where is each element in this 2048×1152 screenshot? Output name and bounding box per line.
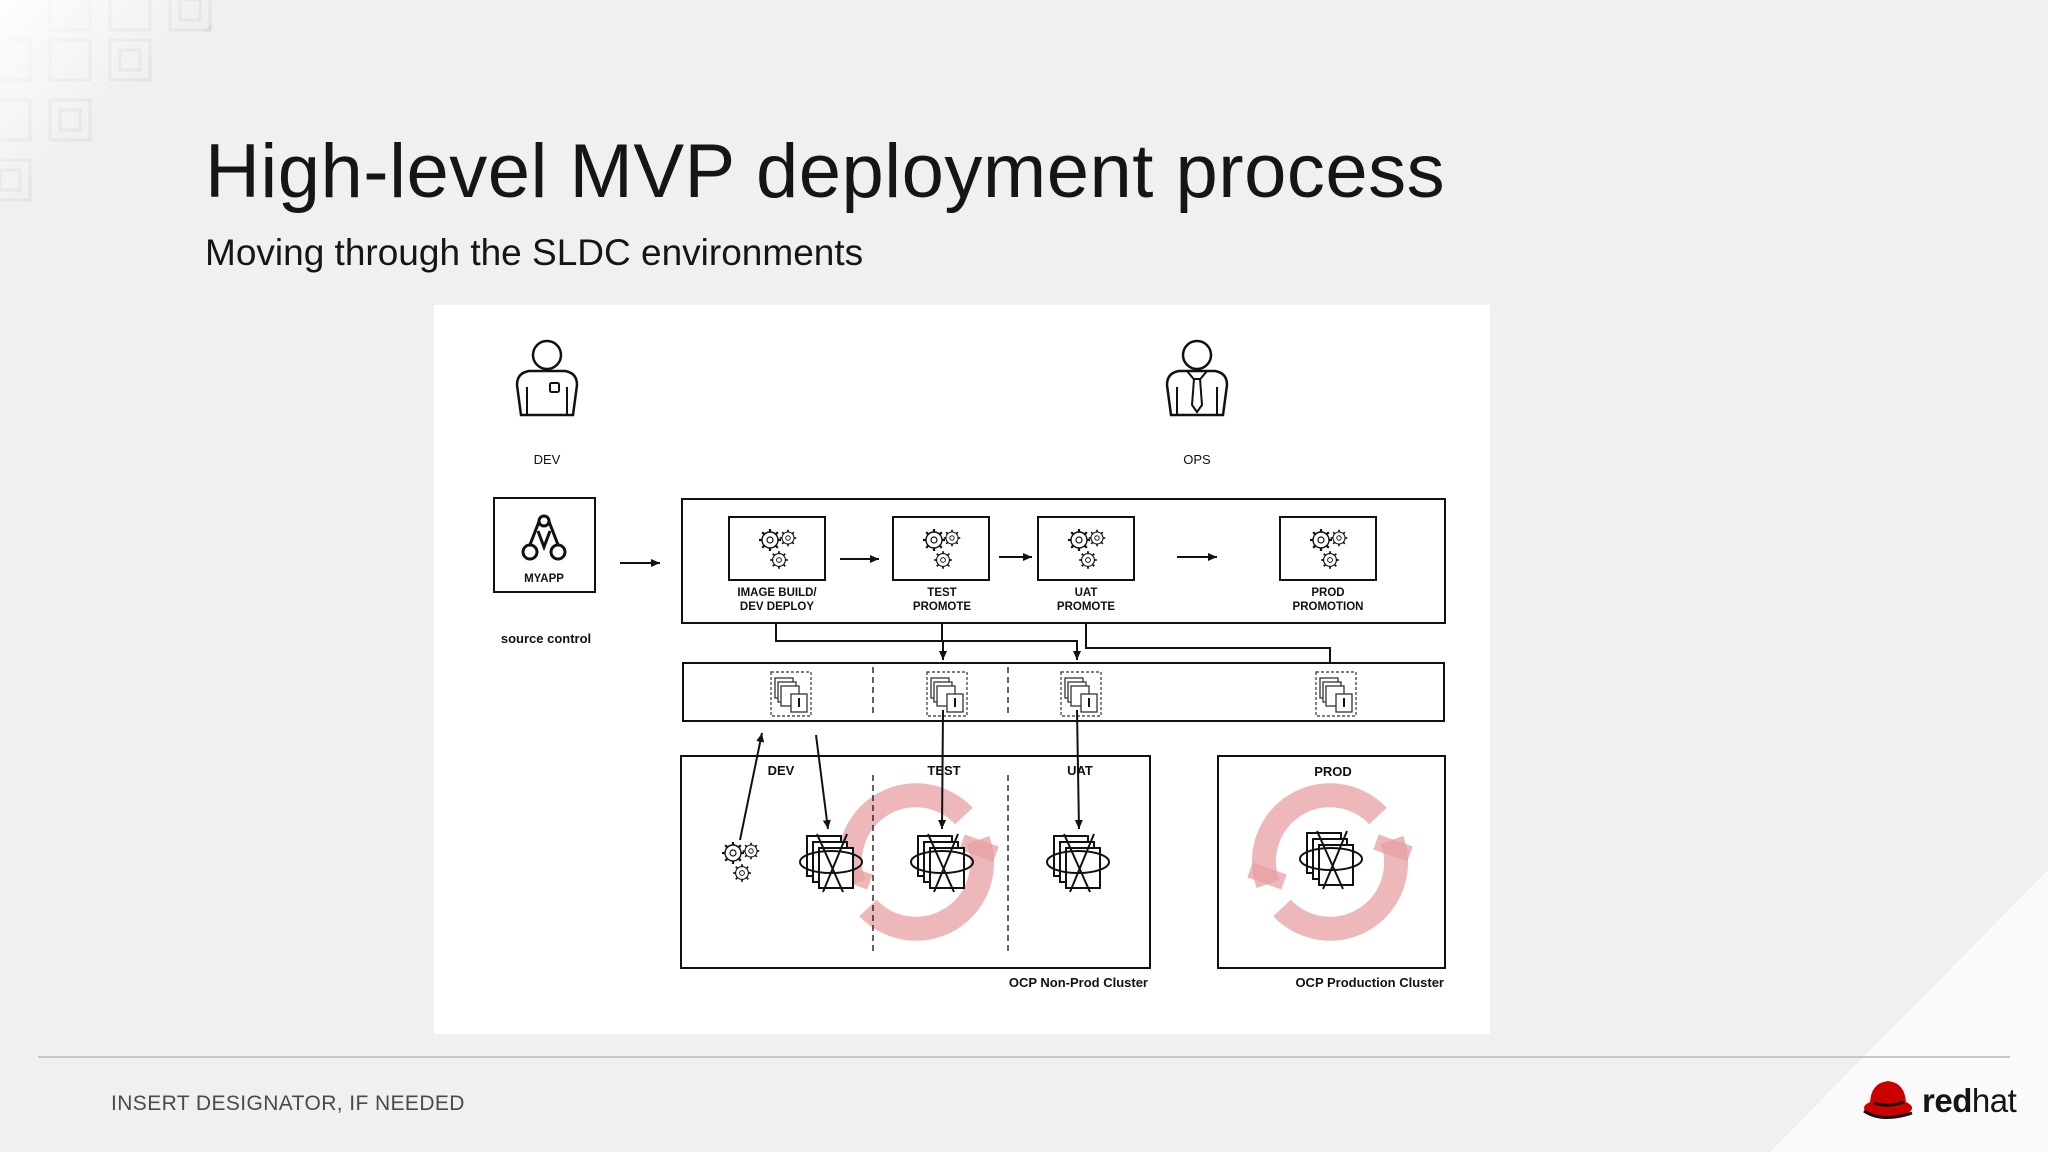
stage-test-line1: TEST xyxy=(927,587,956,599)
logo-text-red: red xyxy=(1922,1082,1972,1119)
redhat-wordmark: redhat xyxy=(1922,1082,2017,1120)
stage-build-line2: DEV DEPLOY xyxy=(740,601,814,613)
decorative-corner-pattern xyxy=(0,0,235,235)
repo-label: MYAPP xyxy=(524,573,564,585)
pipeline-to-registry-connectors xyxy=(775,623,1334,672)
stage-prod-line2: PROMOTION xyxy=(1293,601,1364,613)
redhat-fedora-icon xyxy=(1863,1081,1913,1119)
git-repo-icon xyxy=(521,514,567,561)
actor-label-ops: OPS xyxy=(1183,452,1211,467)
env-label-uat: UAT xyxy=(1067,763,1093,778)
stage-prod-line1: PROD xyxy=(1311,587,1344,599)
footer-divider xyxy=(38,1056,2010,1058)
redhat-logo: redhat xyxy=(1862,1077,2022,1127)
pipeline-stage-build: IMAGE BUILD/ DEV DEPLOY xyxy=(728,516,826,613)
stage-uat-line2: PROMOTE xyxy=(1057,601,1115,613)
stage-test-line2: PROMOTE xyxy=(913,601,971,613)
source-control-caption: source control xyxy=(501,631,591,646)
developer-person-icon xyxy=(515,339,579,417)
image-registry-bar xyxy=(682,662,1445,722)
deployment-diagram: DEV OPS MYAPP source control xyxy=(434,305,1490,1034)
pipeline-stage-uat: UAT PROMOTE xyxy=(1037,516,1135,613)
logo-text-hat: hat xyxy=(1971,1082,2017,1119)
env-label-test: TEST xyxy=(927,763,960,778)
actor-label-dev: DEV xyxy=(534,452,561,467)
non-prod-cluster-label: OCP Non-Prod Cluster xyxy=(1009,975,1148,990)
pipeline-stage-prod: PROD PROMOTION xyxy=(1279,516,1377,613)
prod-cluster-label: OCP Production Cluster xyxy=(1295,975,1444,990)
registry-to-cluster-connectors xyxy=(739,709,1083,841)
env-label-prod: PROD xyxy=(1314,764,1352,779)
stage-build-line1: IMAGE BUILD/ xyxy=(737,587,817,599)
pipeline-stage-test: TEST PROMOTE xyxy=(892,516,990,613)
slide-title: High-level MVP deployment process xyxy=(205,129,1446,214)
env-label-dev: DEV xyxy=(768,763,795,778)
ops-person-with-tie-icon xyxy=(1165,339,1229,417)
slide-subtitle: Moving through the SLDC environments xyxy=(205,232,864,273)
footer-designator: INSERT DESIGNATOR, IF NEEDED xyxy=(111,1092,465,1115)
stage-uat-line1: UAT xyxy=(1075,587,1098,599)
